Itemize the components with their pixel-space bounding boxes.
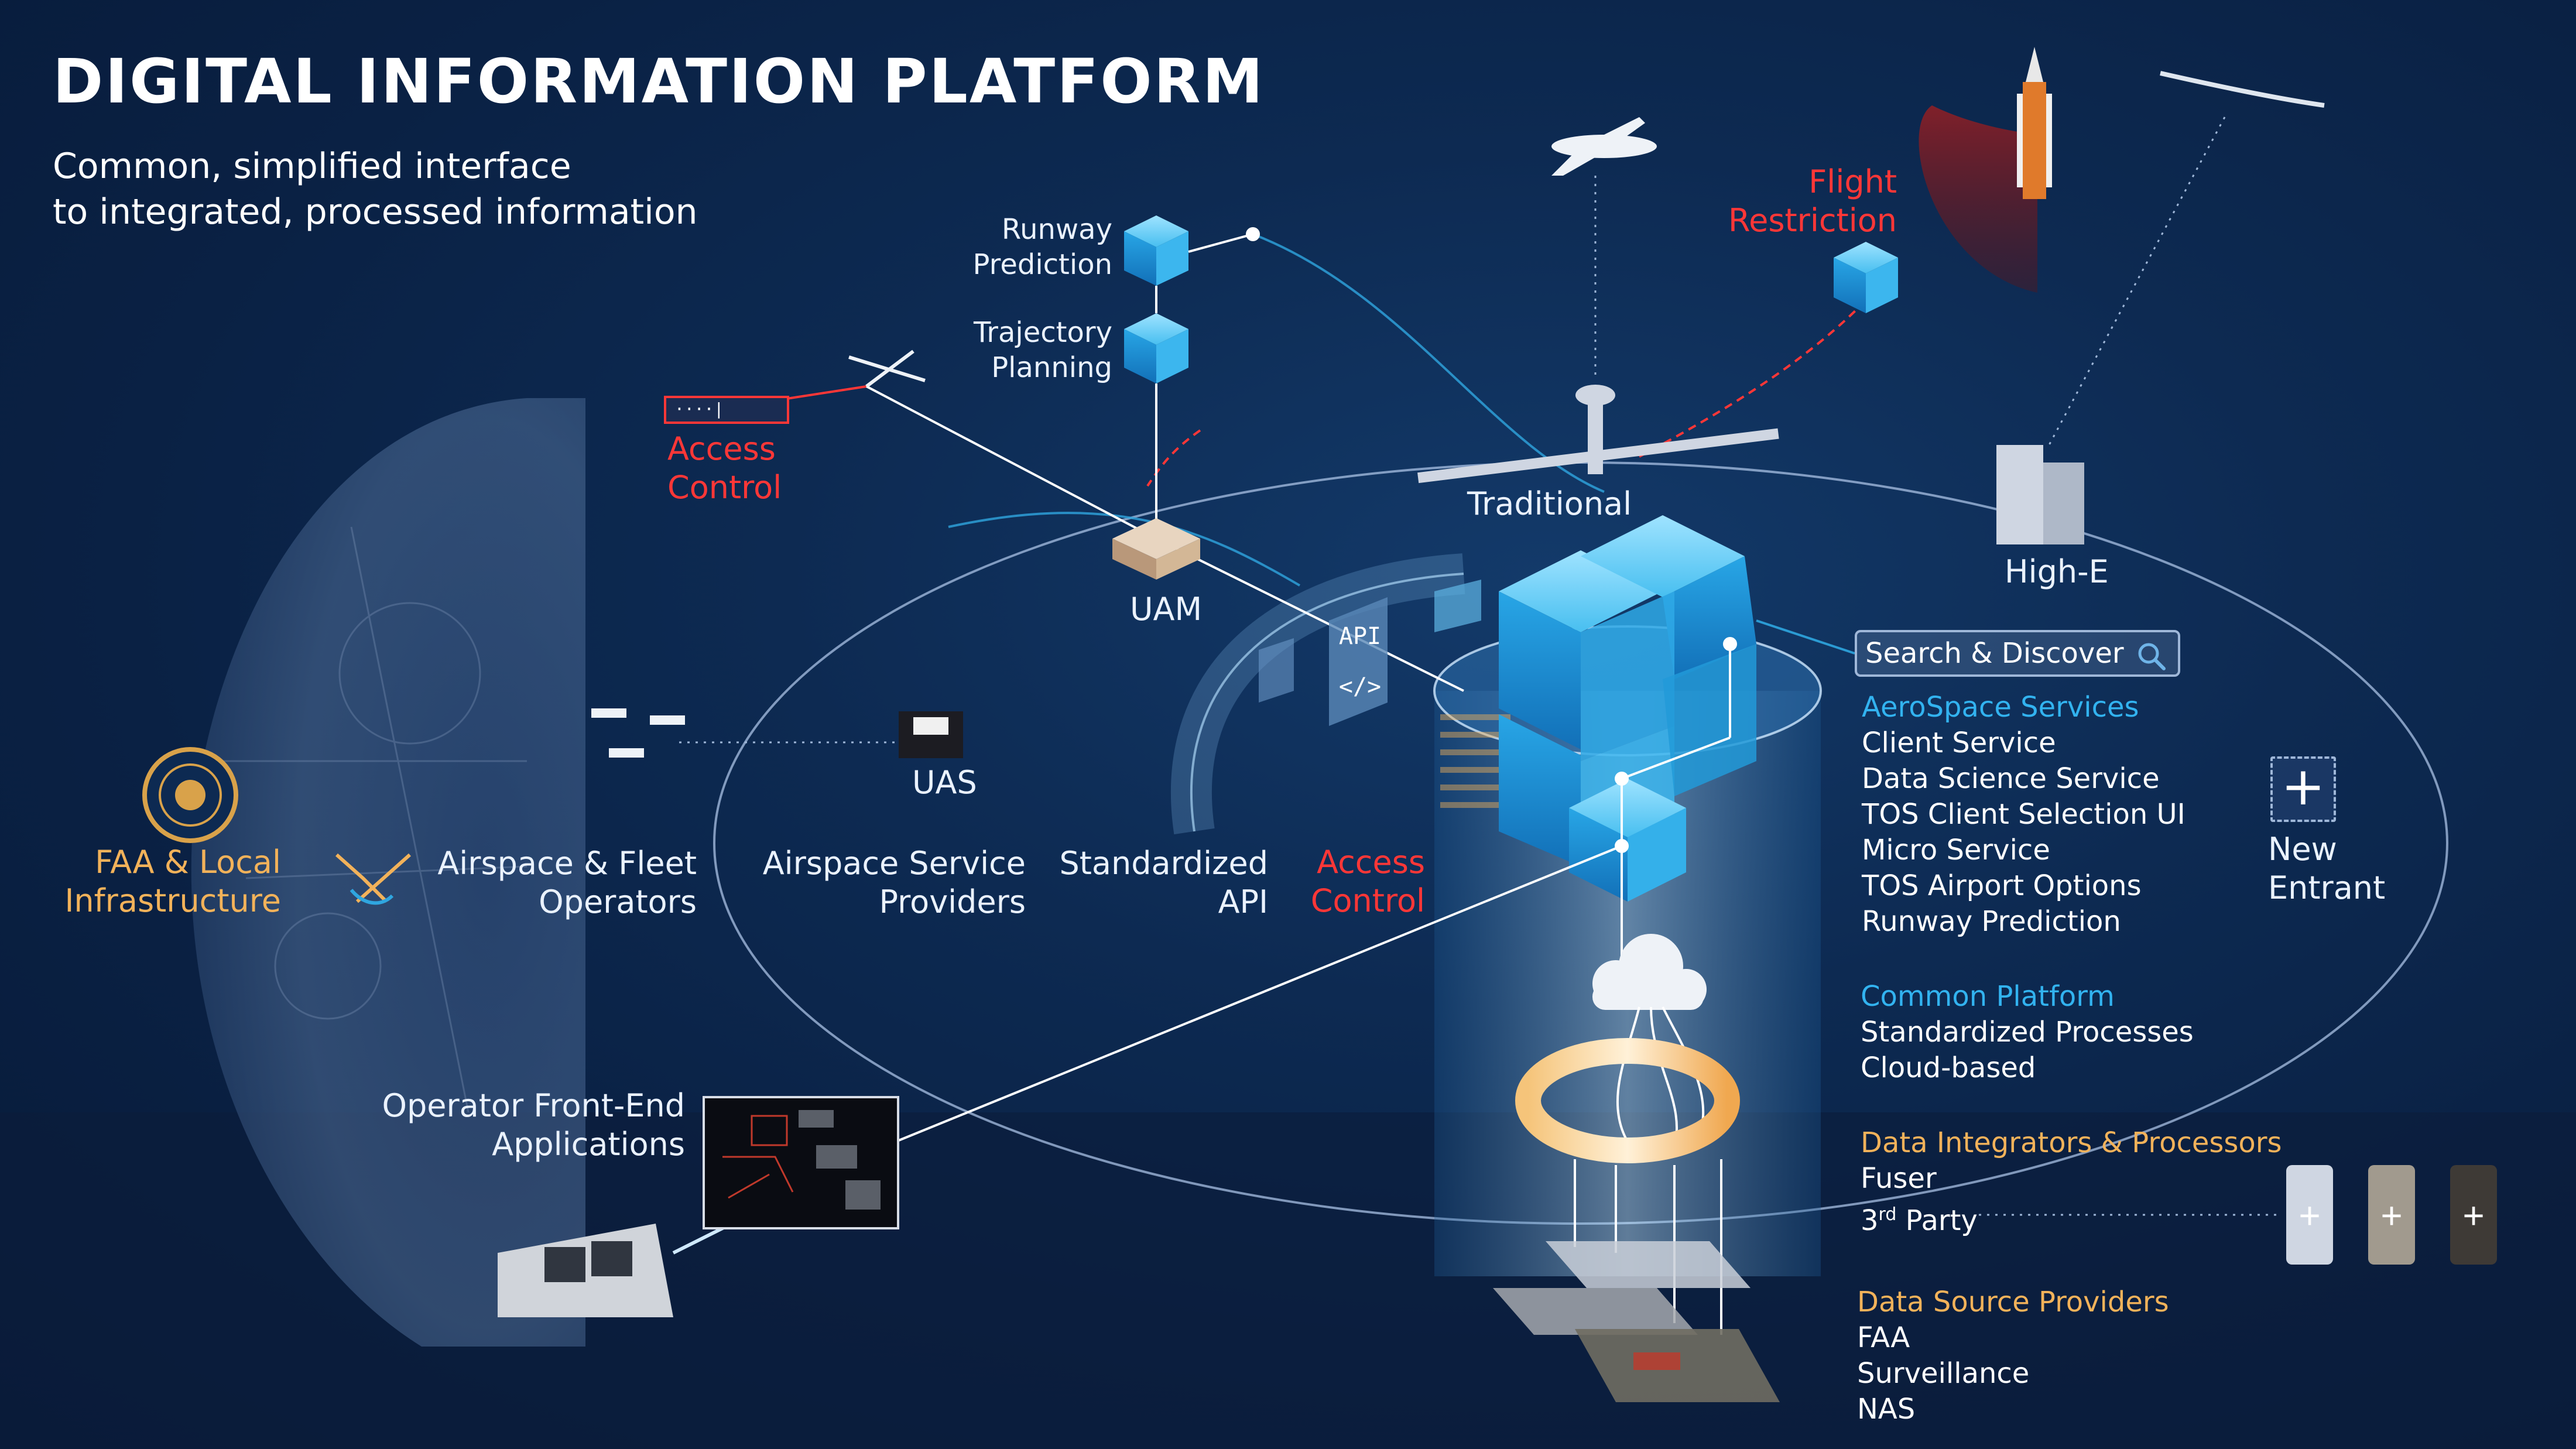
label-high-e: High-E (2005, 553, 2109, 590)
label-operator-frontend: Operator Front-End Applications (382, 1087, 685, 1163)
data-source-providers-heading: Data Source Providers (1857, 1286, 2169, 1318)
list-item: NAS (1857, 1393, 1916, 1426)
label-traditional: Traditional (1467, 485, 1632, 522)
list-item: Client Service (1862, 727, 2056, 759)
list-item: Fuser (1861, 1162, 1937, 1195)
search-discover-label: Search & Discover (1865, 637, 2124, 670)
new-entrant-plus-icon[interactable]: + (2270, 756, 2336, 822)
plus-2-icon: + (2380, 1194, 2402, 1236)
page-subtitle: Common, simplified interface to integrat… (53, 143, 698, 235)
search-discover-box[interactable]: Search & Discover (1855, 630, 2180, 677)
operator-app-screenshot (703, 1096, 899, 1229)
data-integrators-heading: Data Integrators & Processors (1861, 1126, 2282, 1159)
label-trajectory-planning: Trajectory Planning (974, 316, 1112, 384)
list-item: Cloud-based (1861, 1051, 2036, 1084)
label-airspace-service-providers: Airspace Service Providers (762, 845, 1026, 920)
list-item: Data Science Service (1862, 762, 2160, 795)
list-item: Micro Service (1862, 834, 2050, 866)
list-item: TOS Airport Options (1862, 869, 2142, 902)
label-airspace-fleet-operators: Airspace & Fleet Operators (437, 845, 697, 920)
label-flight-restriction: Flight Restriction (1728, 163, 1897, 239)
api-badge: API </> (1338, 623, 1382, 700)
data-integrators-list: Data Integrators & Processors Fuser 3rd … (1861, 1125, 2282, 1239)
subtitle-line-1: Common, simplified interface (53, 146, 571, 187)
data-source-providers-list: Data Source Providers FAA Surveillance N… (1857, 1284, 2169, 1427)
plus-3-icon: + (2462, 1194, 2484, 1236)
label-uas: UAS (912, 764, 977, 801)
list-item: Runway Prediction (1862, 905, 2121, 938)
plus-1-icon: + (2298, 1194, 2320, 1236)
label-standardized-api: Standardized API (1059, 845, 1268, 920)
label-access-control-top: Access Control (667, 430, 782, 506)
page-title: DIGITAL INFORMATION PLATFORM (53, 46, 1265, 117)
app-screen-graphic (722, 1110, 881, 1210)
label-runway-prediction: Runway Prediction (972, 213, 1112, 281)
access-control-keypad: ····| (664, 396, 789, 424)
aerospace-services-list: AeroSpace Services Client Service Data S… (1862, 690, 2186, 940)
list-item: Standardized Processes (1861, 1016, 2194, 1049)
aerospace-services-heading: AeroSpace Services (1862, 691, 2139, 724)
common-platform-heading: Common Platform (1861, 980, 2115, 1013)
list-item-third-party: 3rd Party (1861, 1204, 1978, 1237)
label-access-control-mid: Access Control (1310, 844, 1425, 919)
list-item: Surveillance (1857, 1357, 2030, 1390)
list-item: FAA (1857, 1321, 1910, 1354)
label-new-entrant: New Entrant (2268, 831, 2386, 906)
label-uam: UAM (1130, 591, 1203, 628)
search-icon (2138, 643, 2166, 670)
common-platform-list: Common Platform Standardized Processes C… (1861, 979, 2194, 1086)
label-faa-local-infrastructure: FAA & Local Infrastructure (64, 844, 281, 919)
subtitle-line-2: to integrated, processed information (53, 191, 698, 232)
cube-cluster (1499, 515, 1756, 902)
list-item: TOS Client Selection UI (1862, 798, 2186, 831)
